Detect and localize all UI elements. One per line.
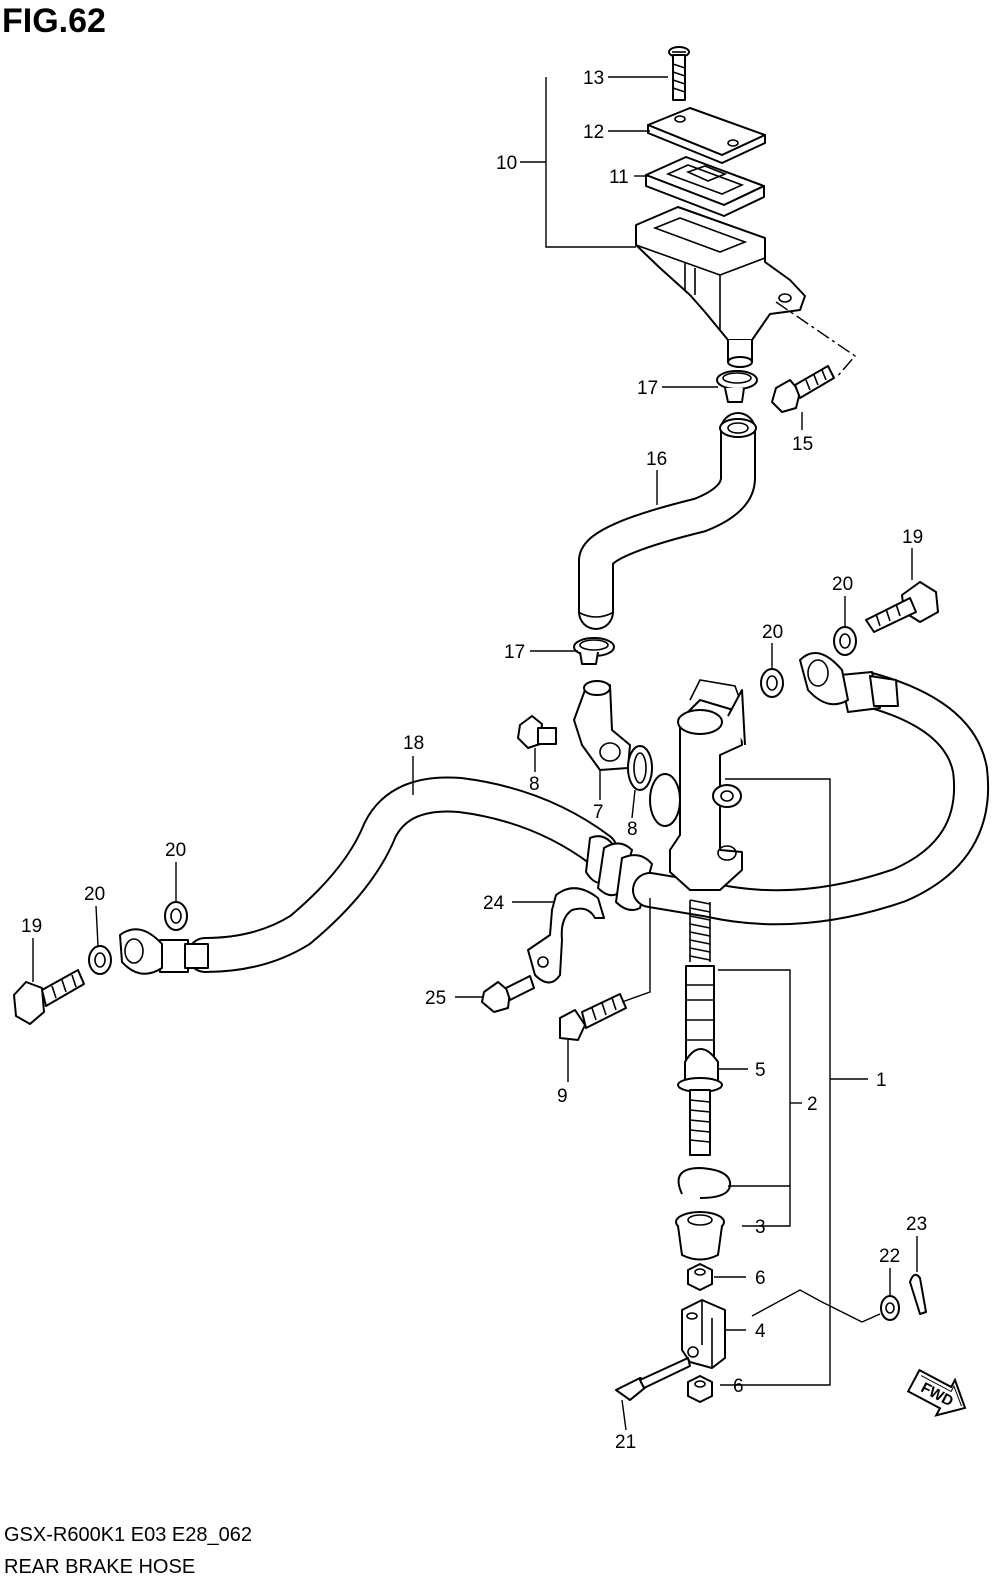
- clevis: [681, 1299, 726, 1369]
- callout-3: 3: [755, 1217, 766, 1238]
- joint-bolt: [517, 715, 557, 749]
- lock-nut-upper: [687, 1263, 713, 1291]
- figure-title: FIG.62: [2, 2, 106, 40]
- callout-25: 25: [425, 988, 446, 1009]
- washer-left-outer: [88, 945, 112, 975]
- callout-4: 4: [755, 1321, 766, 1342]
- callout-7: 7: [593, 802, 604, 823]
- reservoir-mount-bolt: [771, 365, 835, 413]
- diagram-caption: REAR BRAKE HOSE: [4, 1556, 196, 1578]
- clevis-pin: [615, 1357, 691, 1401]
- push-rod: [677, 1048, 723, 1156]
- piston: [685, 965, 715, 1061]
- callout-11: 10: [496, 153, 517, 174]
- callout-19-right: 19: [902, 527, 923, 548]
- circlip: [677, 1167, 732, 1199]
- callout-20-mid-right: 20: [762, 622, 783, 643]
- o-ring: [627, 745, 653, 791]
- callout-9: 8: [529, 774, 540, 795]
- lock-nut-lower: [687, 1375, 713, 1403]
- reservoir-hose: [577, 412, 757, 630]
- reservoir-assembly: [635, 46, 857, 413]
- callout-2: 2: [807, 1094, 818, 1115]
- callout-23: 23: [906, 1214, 927, 1235]
- washer-upper-right: [833, 626, 857, 656]
- washer-mid-right: [760, 668, 784, 698]
- brake-hose-left: [119, 776, 653, 975]
- callout-14: 13: [583, 68, 604, 89]
- mount-bolt: [559, 898, 651, 1041]
- hose-joint: [573, 680, 631, 771]
- upper-hose-clamp: [716, 370, 758, 403]
- callout-1: 1: [876, 1070, 887, 1091]
- brake-hose-right: [632, 651, 990, 926]
- bracket-bolt: [481, 975, 535, 1013]
- callout-5: 5: [755, 1060, 766, 1081]
- callout-6-upper: 6: [755, 1268, 766, 1289]
- model-code: GSX-R600K1 E03 E28_062: [4, 1524, 252, 1546]
- callout-21: 21: [615, 1432, 636, 1453]
- callout-15: 15: [792, 434, 813, 455]
- piston-spring: [689, 899, 711, 962]
- reservoir-cap: [647, 107, 766, 164]
- dust-boot: [675, 1211, 725, 1261]
- lower-hose-clamp: [573, 637, 615, 665]
- washer-left-inner: [164, 901, 188, 931]
- callout-8: 8: [627, 819, 638, 840]
- callout-19-left: 19: [21, 916, 42, 937]
- callout-20-left-inner: 20: [165, 840, 186, 861]
- master-cylinder-body: [649, 679, 746, 891]
- callout-12: 11: [609, 167, 629, 188]
- callout-17-upper: 17: [637, 378, 658, 399]
- hose-bracket: [527, 887, 605, 984]
- reservoir-body: [635, 206, 806, 368]
- callout-24: 24: [483, 893, 505, 914]
- callout-20-upper-right: 20: [832, 574, 853, 595]
- callout-10: 9: [557, 1086, 568, 1107]
- fwd-arrow-icon: FWD: [906, 1368, 967, 1417]
- callout-17-lower: 17: [504, 642, 525, 663]
- callout-18: 18: [403, 733, 424, 754]
- union-bolt-left: [13, 969, 85, 1025]
- callout-20-left-outer: 20: [84, 884, 105, 905]
- callout-6-lower: 6: [733, 1376, 744, 1397]
- callout-13: 12: [583, 122, 604, 143]
- callout-16: 16: [646, 449, 667, 470]
- cotter-pin: [909, 1273, 927, 1315]
- pin-washer: [880, 1295, 900, 1321]
- leader-lines: [32, 76, 918, 1431]
- callout-22: 22: [879, 1246, 900, 1267]
- union-bolt-right: [865, 581, 939, 633]
- reservoir-diaphragm: [645, 156, 765, 217]
- reservoir-screw: [668, 46, 690, 101]
- callout-labels: 13 12 11 10 17 15 16 19 20 20 17 18 8 7 …: [21, 68, 927, 1453]
